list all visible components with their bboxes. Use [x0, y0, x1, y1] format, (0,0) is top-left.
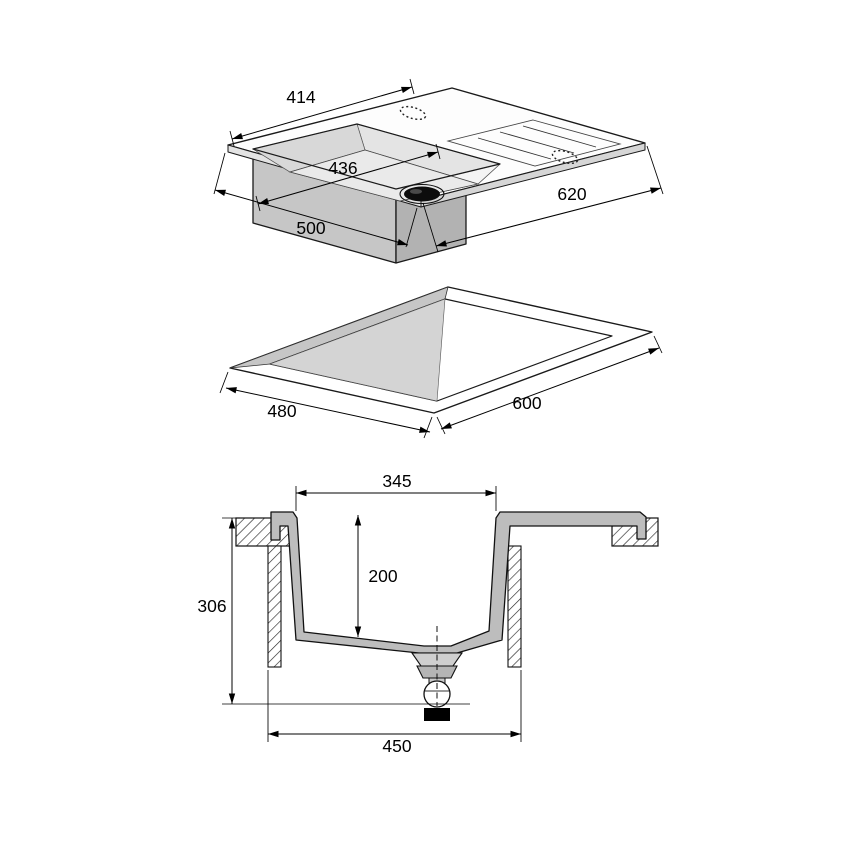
faucet-knockout-right [551, 149, 579, 165]
dim-414: 414 [229, 78, 415, 147]
dim-450: 450 [267, 670, 522, 756]
dim-345-label: 345 [382, 471, 411, 491]
dim-620: 620 [422, 145, 664, 253]
dim-345: 345 [295, 471, 497, 511]
drain-trap-assembly [410, 626, 464, 721]
cutout-view: 480 600 [219, 286, 663, 439]
dim-200: 200 [354, 515, 398, 637]
dim-414-label: 414 [286, 87, 315, 107]
dim-306: 306 [197, 517, 470, 705]
drainboard-groove [499, 131, 575, 154]
section-view: 345 200 306 450 [197, 471, 659, 756]
dim-306-label: 306 [197, 596, 226, 616]
sink-isometric-view: 414 436 620 500 [213, 78, 664, 264]
dim-450-label: 450 [382, 736, 411, 756]
dim-200-label: 200 [368, 566, 397, 586]
drain-hole [404, 186, 440, 202]
drainboard [399, 105, 622, 167]
dim-480-label: 480 [267, 401, 296, 421]
drainboard-groove [522, 125, 597, 148]
cabinet-wall-left [267, 545, 282, 668]
dim-500-label: 500 [296, 218, 325, 238]
waste-outlet [424, 708, 450, 721]
dim-620-label: 620 [557, 184, 586, 204]
drain-locknut [416, 665, 458, 679]
dim-600: 600 [436, 335, 663, 435]
drainboard-border [446, 119, 622, 167]
dim-500: 500 [213, 152, 418, 248]
sink-section-profile [270, 511, 647, 654]
dim-600-label: 600 [512, 393, 541, 413]
drainboard-groove [477, 137, 552, 160]
cabinet-wall-right [507, 545, 522, 668]
dim-436-label: 436 [328, 158, 357, 178]
dim-480: 480 [219, 371, 433, 439]
drain-highlight [410, 189, 422, 194]
